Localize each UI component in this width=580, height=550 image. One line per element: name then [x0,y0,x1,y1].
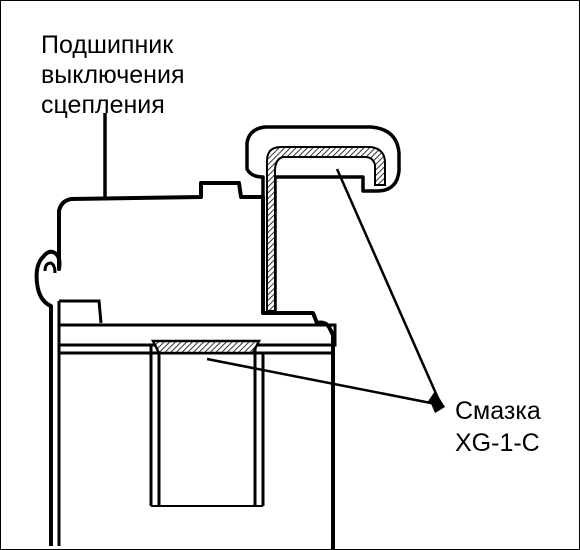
leader-grease-fork [335,168,443,406]
grease-fork [266,146,386,312]
housing-step [59,299,103,324]
label-grease-line-1: Смазка [455,397,541,425]
release-fork [245,125,401,313]
label-bearing-line-2: выключения [41,61,185,89]
leader-arrow-2 [429,399,445,413]
label-bearing-line-1: Подшипник [41,31,174,59]
label-bearing-line-3: сцепления [41,91,165,119]
grease-bore [150,339,262,355]
leader-grease-bore [206,357,442,407]
label-grease-line-2: XG-1-C [455,429,540,457]
housing-outline [34,181,335,549]
housing-lip [43,261,57,274]
